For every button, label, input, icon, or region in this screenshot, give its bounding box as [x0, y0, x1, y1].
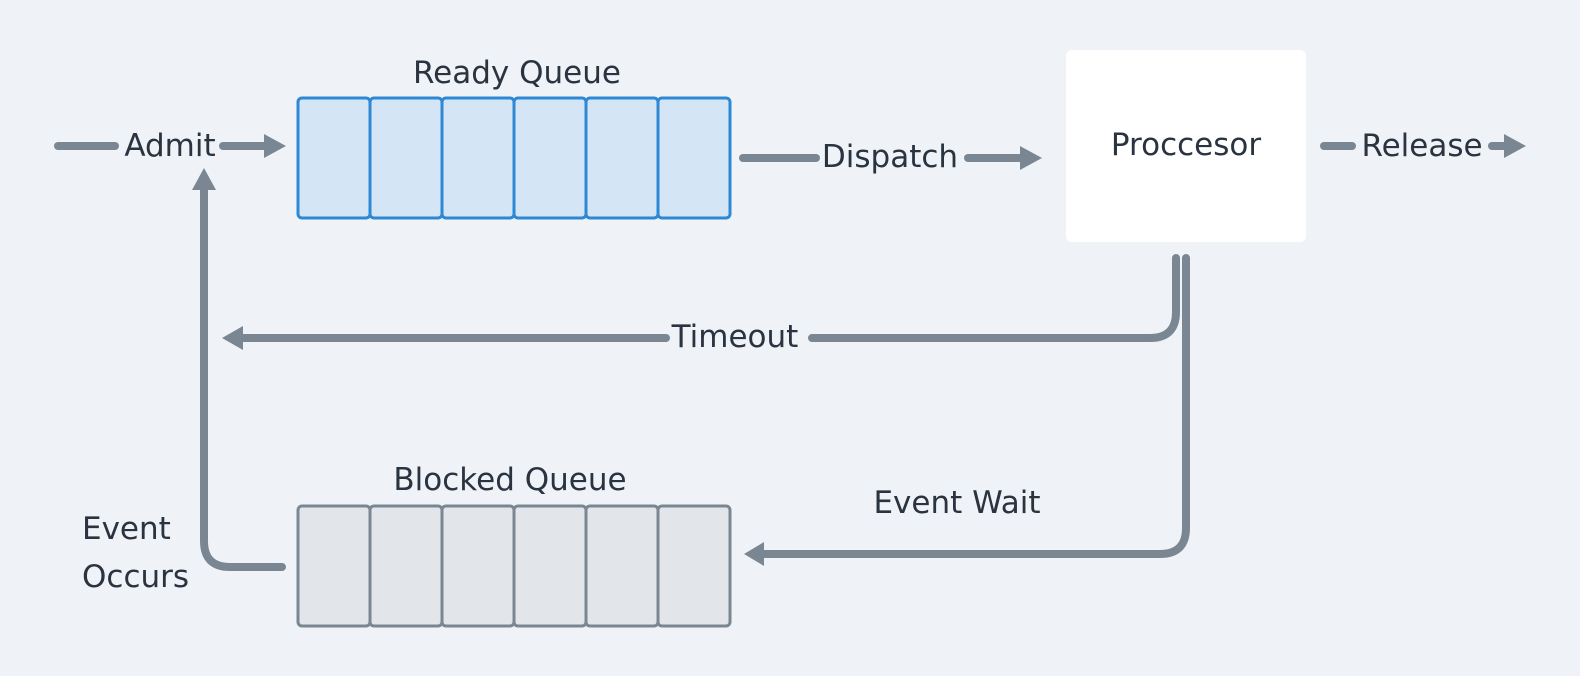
event-wait-flow: Event Wait — [744, 254, 1190, 566]
timeout-line-right — [808, 254, 1180, 342]
blocked-queue-title: Blocked Queue — [393, 462, 626, 498]
timeout-flow: Timeout — [222, 254, 1180, 355]
timeout-arrowhead — [222, 326, 243, 350]
ready-queue-slot-3 — [440, 96, 516, 220]
processor: Proccesor — [1066, 50, 1306, 242]
processor-label: Proccesor — [1111, 127, 1261, 163]
timeout-label: Timeout — [671, 319, 799, 355]
ready-queue-slot-4 — [512, 96, 588, 220]
blocked-queue-slot-5 — [584, 504, 660, 628]
dispatch-flow: Dispatch — [739, 139, 1042, 175]
admit-label: Admit — [124, 128, 215, 164]
event-occurs-arrowhead — [192, 168, 216, 190]
event-wait-label: Event Wait — [873, 485, 1040, 521]
ready-queue-slot-5 — [584, 96, 660, 220]
processor-box — [1066, 50, 1306, 242]
blocked-queue-slot-3 — [440, 504, 516, 628]
event-occurs-line — [200, 186, 286, 571]
event-wait-arrowhead — [744, 542, 764, 566]
event-wait-line — [756, 254, 1190, 558]
release-arrowhead — [1504, 134, 1526, 158]
ready-queue-slot-2 — [368, 96, 444, 220]
admit-flow: Admit — [54, 128, 286, 164]
release-flow: Release — [1320, 128, 1526, 164]
blocked-queue-slot-1 — [296, 504, 372, 628]
ready-queue-slot-1 — [296, 96, 372, 220]
event-occurs-label-line1: Event — [82, 511, 171, 547]
dispatch-label: Dispatch — [822, 139, 958, 175]
blocked-queue-slots — [296, 504, 732, 628]
blocked-queue-slot-2 — [368, 504, 444, 628]
blocked-queue-slot-6 — [656, 504, 732, 628]
ready-queue: Ready Queue — [296, 55, 732, 220]
blocked-queue-slot-4 — [512, 504, 588, 628]
admit-arrowhead — [264, 134, 286, 158]
event-occurs-label: Event Occurs — [82, 511, 189, 595]
ready-queue-title: Ready Queue — [413, 55, 621, 91]
event-occurs-flow: Event Occurs — [82, 168, 286, 595]
ready-queue-slot-6 — [656, 96, 732, 220]
dispatch-arrowhead — [1020, 146, 1042, 170]
ready-queue-slots — [296, 96, 732, 220]
release-label: Release — [1361, 128, 1482, 164]
blocked-queue: Blocked Queue — [296, 462, 732, 628]
event-occurs-label-line2: Occurs — [82, 559, 189, 595]
